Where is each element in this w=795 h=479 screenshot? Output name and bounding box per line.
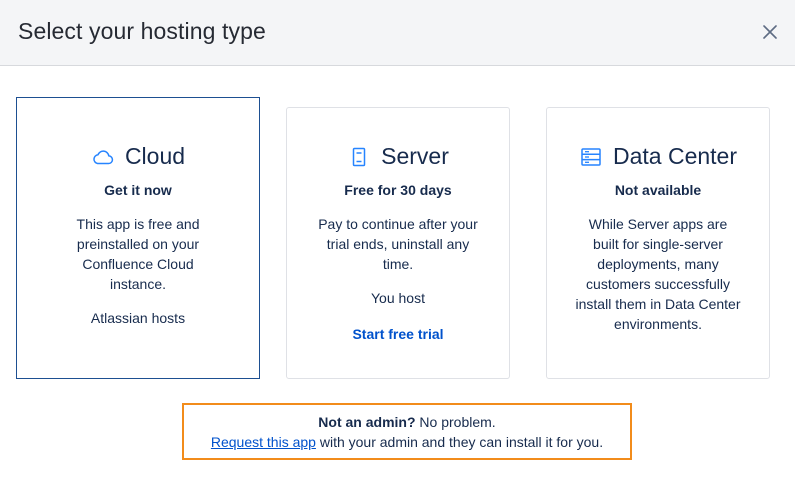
card-description: Pay to continue after your trial ends, u…: [318, 216, 478, 272]
admin-notice: Not an admin? No problem. Request this a…: [182, 403, 632, 460]
notice-tail: with your admin and they can install it …: [315, 434, 604, 450]
notice-line-1: Not an admin? No problem.: [184, 414, 630, 430]
card-subtitle: Free for 30 days: [344, 182, 452, 198]
server-icon: [352, 147, 366, 166]
option-card-cloud[interactable]: Cloud Get it now This app is free and pr…: [16, 97, 260, 379]
close-button[interactable]: [760, 22, 780, 42]
card-heading: Data Center: [547, 143, 769, 170]
card-hosting-note: You host: [371, 290, 425, 306]
request-app-link[interactable]: Request this app: [210, 434, 316, 450]
card-title: Data Center: [612, 143, 737, 169]
card-heading: Server: [287, 143, 509, 170]
option-card-data-center[interactable]: Data Center Not available While Server a…: [546, 107, 770, 379]
card-title: Cloud: [124, 143, 186, 169]
card-heading: Cloud: [17, 143, 259, 170]
start-free-trial-link[interactable]: Start free trial: [352, 326, 444, 342]
notice-bold: Not an admin?: [318, 414, 416, 430]
card-description: This app is free and preinstalled on you…: [76, 216, 200, 292]
card-title: Server: [381, 143, 449, 169]
card-description: While Server apps are built for single-s…: [575, 216, 741, 332]
notice-line-2: Request this app with your admin and the…: [184, 434, 630, 450]
dialog-title: Select your hosting type: [18, 18, 266, 44]
card-subtitle: Get it now: [104, 182, 172, 198]
data-center-icon: [581, 147, 601, 166]
card-hosting-note: Atlassian hosts: [90, 310, 186, 326]
notice-text: No problem.: [415, 414, 496, 430]
card-subtitle: Not available: [614, 182, 702, 198]
dialog-header: Select your hosting type: [0, 0, 795, 66]
cloud-icon: [93, 149, 114, 164]
close-icon: [763, 25, 777, 39]
option-card-server[interactable]: Server Free for 30 days Pay to continue …: [286, 107, 510, 379]
